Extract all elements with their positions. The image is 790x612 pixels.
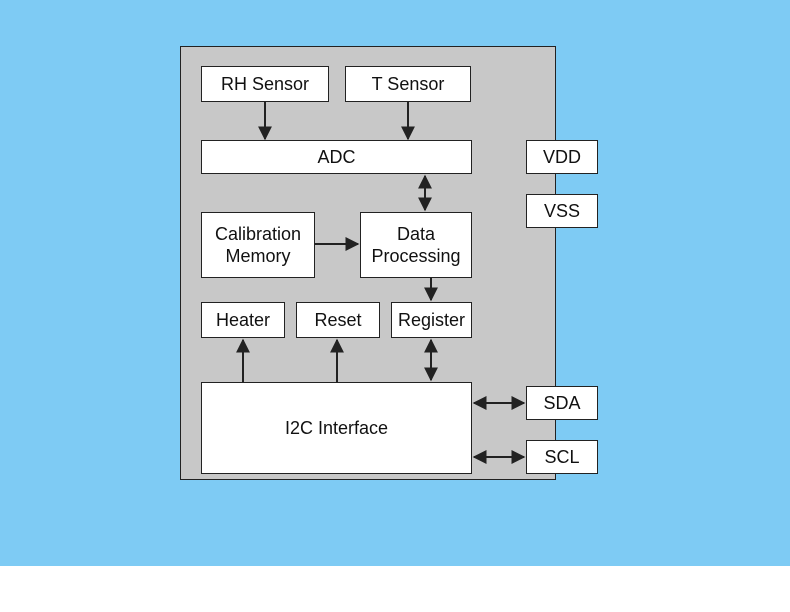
adc-block: ADC bbox=[201, 140, 472, 174]
reset-block: Reset bbox=[296, 302, 380, 338]
t-sensor-label: T Sensor bbox=[371, 74, 445, 94]
heater-block: Heater bbox=[201, 302, 285, 338]
rh-sensor-label: RH Sensor bbox=[220, 74, 310, 94]
vdd-pin: VDD bbox=[526, 140, 598, 174]
rh-sensor-block: RH Sensor bbox=[201, 66, 329, 102]
data-processing-label-line1: Data bbox=[396, 224, 436, 244]
scl-pin: SCL bbox=[526, 440, 598, 474]
reset-label: Reset bbox=[314, 310, 362, 330]
register-block: Register bbox=[391, 302, 472, 338]
calibration-memory-block: Calibration Memory bbox=[201, 212, 315, 278]
calibration-memory-label-line1: Calibration bbox=[214, 224, 302, 244]
vss-pin: VSS bbox=[526, 194, 598, 228]
calibration-memory-label-line2: Memory bbox=[225, 246, 291, 266]
vdd-pin-label: VDD bbox=[542, 147, 581, 167]
sda-pin-label: SDA bbox=[543, 393, 581, 413]
data-processing-block: Data Processing bbox=[360, 212, 472, 278]
vss-pin-label: VSS bbox=[543, 201, 581, 221]
data-processing-label-line2: Processing bbox=[371, 246, 461, 266]
sda-pin: SDA bbox=[526, 386, 598, 420]
heater-label: Heater bbox=[215, 310, 271, 330]
i2c-interface-label: I2C Interface bbox=[284, 418, 389, 438]
i2c-interface-block: I2C Interface bbox=[201, 382, 472, 474]
adc-label: ADC bbox=[317, 147, 356, 167]
t-sensor-block: T Sensor bbox=[345, 66, 471, 102]
scl-pin-label: SCL bbox=[544, 447, 580, 467]
register-label: Register bbox=[397, 310, 466, 330]
